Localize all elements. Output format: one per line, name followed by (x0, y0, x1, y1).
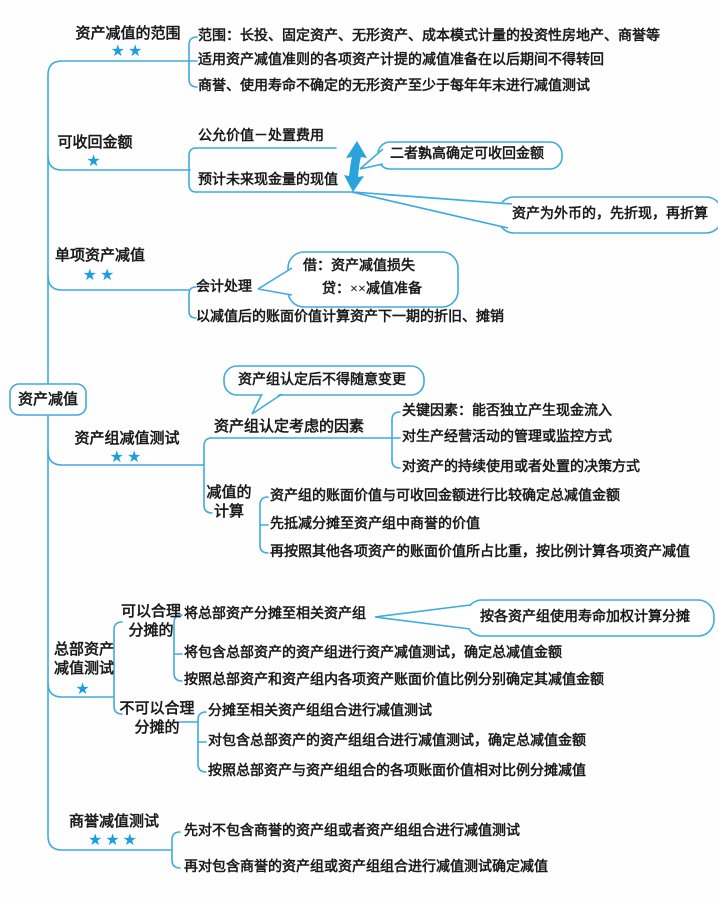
b6-bracket (171, 831, 181, 869)
goodwill-step-item: 先对不包含商誉的资产组或者资产组组合进行减值测试 (184, 824, 520, 839)
branch-goodwill-label: 商誉减值测试 (68, 814, 159, 830)
branch-single-asset-label: 单项资产减值 (54, 248, 145, 264)
goodwill-step-item: 再对包含商誉的资产组或资产组组合进行减值测试确定减值 (184, 860, 548, 875)
b3-box-tail-cover (258, 268, 292, 295)
calc-step-item: 再按照其他各项资产的账面价值所占比重，按比例计算各项资产减值 (270, 545, 690, 560)
management-mode-item: 对生产经营活动的管理或监控方式 (402, 430, 612, 445)
b4-main-bracket (201, 437, 213, 514)
b2-bracket (188, 147, 197, 193)
root-node: 资产减值 (17, 392, 78, 408)
b4-sub1-bracket (391, 411, 401, 469)
key-factor-item: 关键因素：能否独立产生现金流入 (402, 404, 612, 419)
allocable-node: 可以合理分摊的 (120, 604, 181, 639)
scope-item: 商誉、使用寿命不确定的无形资产至少于每年年末进行减值测试 (198, 79, 590, 94)
b3-bracket (188, 286, 197, 319)
branch-scope-stars: ★★ (110, 41, 146, 60)
accounting-treatment-node: 会计处理 (196, 280, 252, 295)
branch-corporate-assets-stars: ★ (75, 679, 93, 698)
b5-callout-tail-cover (375, 604, 470, 630)
branch-asset-group-label: 资产组减值测试 (74, 431, 180, 447)
branch-single-asset-stars: ★★ (82, 265, 118, 284)
branch-recoverable-label: 可收回金额 (57, 135, 133, 151)
b4-entry (47, 450, 203, 466)
journal-credit-line: 贷：××减值准备 (322, 282, 422, 297)
b2-callout1-tail (359, 148, 384, 170)
journal-debit-line: 借：资产减值损失 (303, 259, 415, 274)
b2-entry (47, 155, 191, 171)
post-impairment-depreciation-node: 以减值后的账面价值计算资产下一期的折旧、摊销 (196, 310, 504, 325)
calc-step-item: 先抵减分摊至资产组中商誉的价值 (270, 517, 480, 532)
b5-sub1-bracket (173, 614, 183, 682)
double-arrow-icon (344, 141, 367, 192)
present-value-node: 预计未来现金量的现值 (198, 173, 338, 188)
b1-bracket (188, 36, 198, 88)
non-allocable-step-item: 按照总部资产与资产组组合的各项账面价值相对比例分摊减值 (208, 764, 586, 779)
calc-step-item: 资产组的账面价值与可收回金额进行比较确定总减值金额 (270, 489, 620, 504)
group-identification-node: 资产组认定考虑的因素 (214, 419, 365, 435)
weighted-by-useful-life-callout: 按各资产组使用寿命加权计算分摊 (480, 610, 690, 625)
higher-of-two-callout: 二者孰高确定可收回金额 (390, 147, 544, 162)
non-allocable-step-item: 分摊至相关资产组组合进行减值测试 (208, 704, 432, 719)
fair-value-node: 公允价值－处置费用 (198, 129, 324, 144)
foreign-currency-callout: 资产为外币的，先折现，再折算 (512, 207, 708, 222)
b5-main-bracket (113, 621, 123, 715)
scope-item: 范围：长投、固定资产、无形资产、成本模式计量的投资性房地产、商誉等 (198, 29, 660, 44)
branch-asset-group-stars: ★★ (109, 447, 145, 466)
branch-scope-label: 资产减值的范围 (75, 26, 181, 42)
b3-entry (47, 275, 190, 291)
impairment-calculation-node: 减值的计算 (206, 485, 252, 520)
scope-item: 适用资产减值准则的各项资产计提的减值准备在以后期间不得转回 (198, 53, 604, 68)
branch-corporate-assets-label: 总部资产减值测试 (53, 642, 114, 677)
b4-callout-bubble (223, 365, 425, 396)
branch-recoverable-stars: ★ (86, 151, 104, 170)
allocable-step-item: 按照总部资产和资产组内各项资产账面价值比例分别确定其减值金额 (184, 673, 604, 688)
b5-sub2-bracket (197, 711, 207, 773)
root-node-box (9, 383, 87, 416)
b5-entry (47, 682, 115, 698)
non-allocable-node: 不可以合理分摊的 (119, 701, 195, 736)
no-arbitrary-change-callout: 资产组认定后不得随意变更 (238, 373, 406, 388)
non-allocable-step-item: 对包含总部资产的资产组组合进行减值测试，确定总减值金额 (208, 734, 586, 749)
decision-mode-item: 对资产的持续使用或者处置的决策方式 (402, 460, 640, 475)
b4-sub2-bracket (259, 496, 269, 554)
allocable-step-item: 将包含总部资产的资产组进行资产减值测试，确定总减值金额 (184, 646, 562, 661)
allocate-to-groups-item: 将总部资产分摊至相关资产组 (184, 607, 366, 622)
b2-underlines (195, 147, 353, 193)
branch-goodwill-stars: ★★★ (87, 830, 141, 849)
